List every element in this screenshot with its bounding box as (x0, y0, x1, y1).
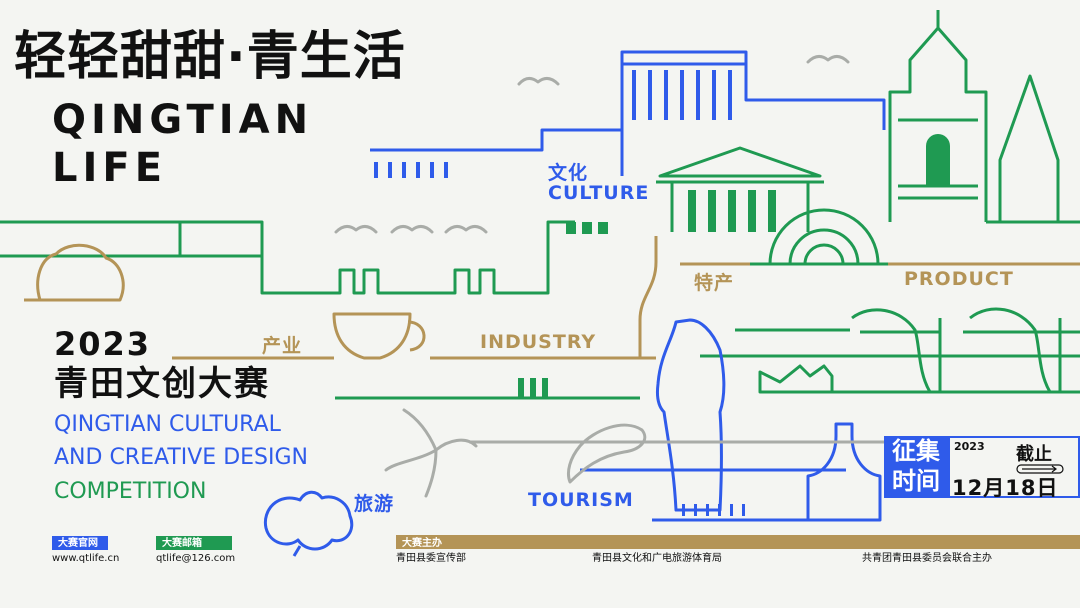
deadline-badge: 征集 时间 2023 截止 12月18日 (884, 436, 1080, 500)
page-title-en-line1: QINGTIAN (52, 97, 314, 143)
competition-title-cn: 青田文创大赛 (54, 364, 270, 404)
competition-title-en-line3: COMPETITION (54, 479, 207, 504)
page-title-cn: 轻轻甜甜·青生活 (14, 27, 406, 87)
website-tag: 大赛官网 (58, 538, 98, 549)
competition-year: 2023 (54, 325, 152, 363)
culture-buildings (263, 50, 886, 557)
deadline-label-line2: 时间 (892, 467, 940, 495)
page-title-en-line2: LIFE (52, 145, 168, 191)
tourism-label-cn: 旅游 (354, 493, 395, 515)
email-tag: 大赛邮箱 (162, 538, 202, 549)
host-bar (396, 535, 1080, 549)
culture-label-cn: 文化 (548, 162, 589, 184)
product-label-cn: 特产 (694, 272, 735, 294)
website-link[interactable]: www.qtlife.cn (52, 553, 120, 564)
product-label-en: PRODUCT (904, 268, 1014, 290)
green-decorations (518, 134, 950, 398)
host-tag: 大赛主办 (402, 538, 442, 549)
deadline-year: 2023 (954, 440, 985, 453)
skyline-lines (0, 10, 1080, 400)
host-2: 青田县文化和广电旅游体育局 (592, 553, 722, 564)
tourism-label-en: TOURISM (528, 489, 634, 511)
deadline-badge-right: 2023 截止 12月18日 (948, 436, 1080, 500)
website-tag-bg (52, 536, 108, 550)
industry-lines (24, 236, 1080, 360)
industry-label-cn: 产业 (262, 335, 303, 357)
email-tag-bg (156, 536, 232, 550)
blue-window-bars (374, 70, 745, 516)
deadline-date: 12月18日 (952, 476, 1059, 500)
culture-label-en: CULTURE (548, 182, 650, 204)
deadline-label-line1: 征集 (892, 437, 940, 465)
deadline-badge-left: 征集 时间 (884, 436, 948, 498)
host-3: 共青团青田县委员会联合主办 (862, 553, 992, 564)
host-1: 青田县委宣传部 (396, 553, 466, 564)
arrow-right-icon (1016, 464, 1064, 474)
competition-title-en-line1: QINGTIAN CULTURAL (54, 412, 281, 437)
competition-title-en-line2: AND CREATIVE DESIGN (54, 445, 308, 470)
industry-label-en: INDUSTRY (480, 331, 597, 353)
tourism-gray-lines (334, 55, 886, 498)
email-link[interactable]: qtlife@126.com (156, 553, 236, 564)
deadline-cutoff: 截止 (1016, 444, 1052, 465)
